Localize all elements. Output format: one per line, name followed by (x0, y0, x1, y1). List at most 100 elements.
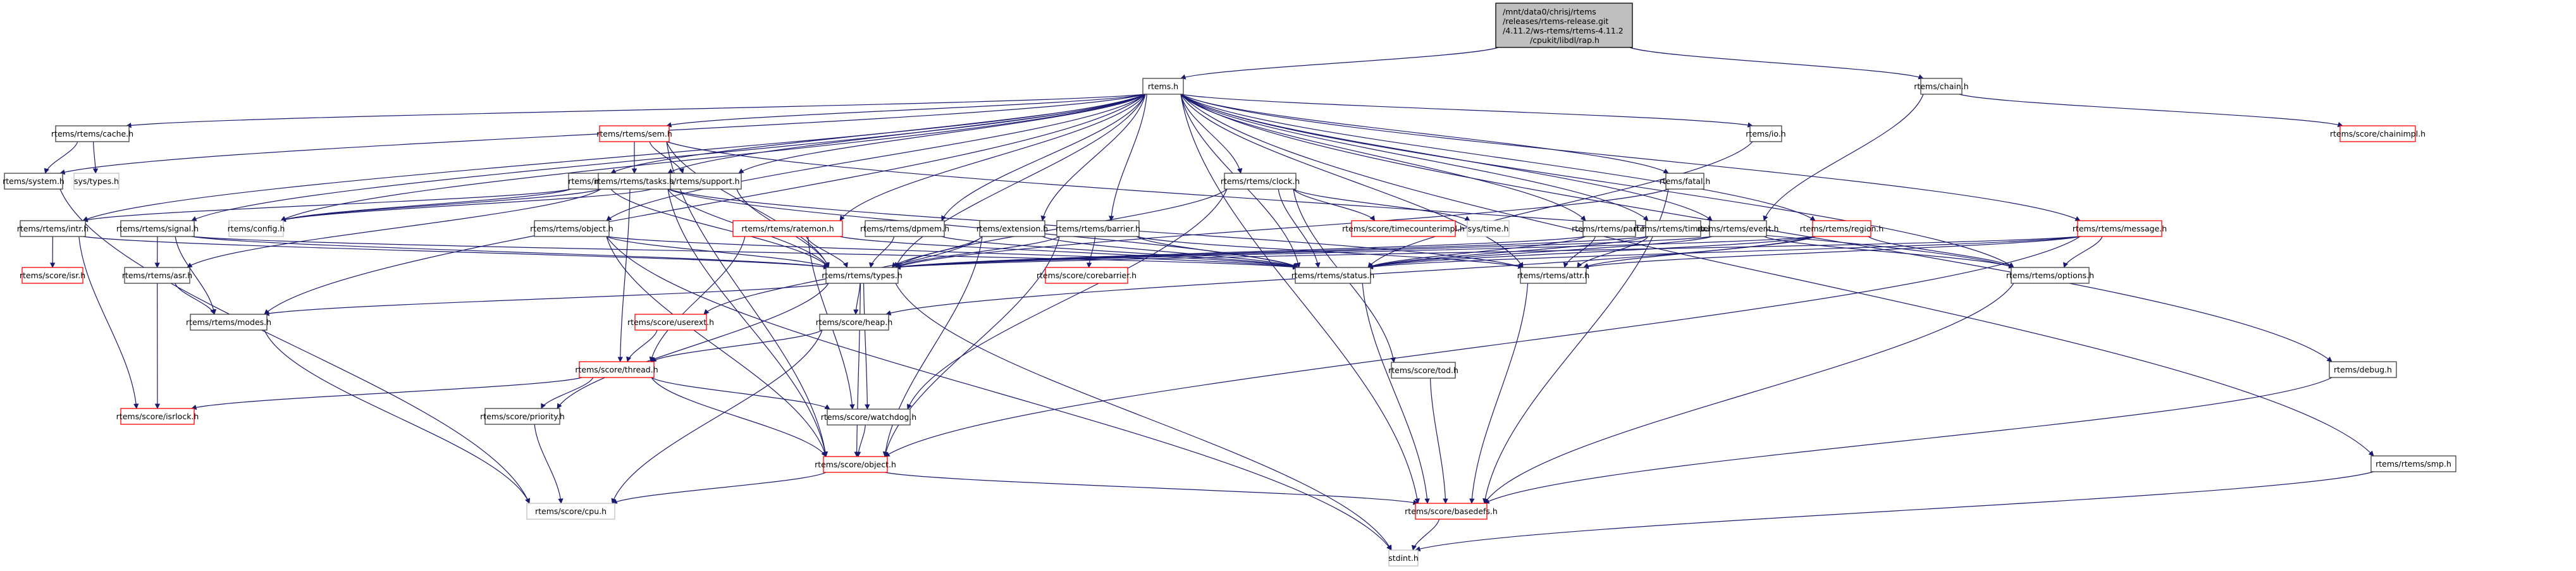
node-basedefs-h[interactable]: rtems/score/basedefs.h (1405, 503, 1498, 520)
node-label: rtems/rtems/asr.h (122, 271, 192, 280)
node-box (732, 220, 843, 237)
edge-rtems-h-to-cache-h (126, 94, 1146, 128)
node-timer-h[interactable]: rtems/rtems/timer.h (1634, 220, 1713, 237)
node-label: rtems/rtems/attr.h (1517, 271, 1590, 280)
node-debug-h[interactable]: rtems/debug.h (2329, 361, 2397, 378)
edge-asr-h-to-modes-h (175, 283, 216, 315)
node-clock-h[interactable]: rtems/rtems/clock.h (1221, 173, 1300, 190)
node-label: rtems.h (1148, 82, 1178, 91)
node-box (827, 408, 911, 426)
node-io-h[interactable]: rtems/io.h (1746, 125, 1786, 142)
node-box (484, 408, 560, 425)
edge-sem-h-to-options-h (666, 141, 2014, 269)
node-intr-h[interactable]: rtems/rtems/intr.h (17, 220, 89, 237)
node-object-sh[interactable]: rtems/score/object.h (815, 456, 896, 473)
node-isrlock-h[interactable]: rtems/score/isrlock.h (116, 408, 199, 425)
edge-object-rh-to-stdint-h (606, 236, 1392, 551)
node-stdint-h[interactable]: stdint.h (1388, 550, 1419, 567)
edge-thread-h-to-isrlock-h (191, 377, 582, 410)
edge-clock-h-to-systime-h (1293, 188, 1470, 221)
node-corebarrier-h[interactable]: rtems/score/corebarrier.h (1037, 267, 1137, 284)
node-watchdog-h[interactable]: rtems/score/watchdog.h (821, 408, 916, 426)
node-fatal-h[interactable]: rtems/fatal.h (1660, 173, 1711, 190)
edge-dpmem-h-to-types-h (869, 236, 895, 268)
node-systime-h[interactable]: sys/time.h (1467, 220, 1510, 237)
edge-chain-h-to-event-h (1763, 94, 1924, 221)
edge-basedefs-h-to-stdint-h (1411, 519, 1440, 551)
root-node-rap-h[interactable]: /mnt/data0/chrisj/rtems /releases/rtems-… (1495, 3, 1633, 48)
edge-debug-h-to-basedefs-h (1484, 377, 2333, 504)
edge-rtems-h-to-object-rh (606, 94, 1146, 221)
edge-rtems-h-to-message-h (1180, 94, 2081, 221)
node-box (1665, 173, 1704, 190)
node-label: rtems/rtems/cache.h (51, 129, 133, 138)
node-label: sys/types.h (74, 176, 119, 186)
node-attr-h[interactable]: rtems/rtems/attr.h (1517, 267, 1590, 284)
node-label: rtems/score/cpu.h (535, 507, 607, 516)
edge-tasks-h-to-thread-h (617, 188, 631, 362)
edge-thread-h-to-object-sh (651, 377, 827, 457)
node-smp-h[interactable]: rtems/rtems/smp.h (2370, 455, 2456, 472)
edge-clock-h-to-status-h (1278, 188, 1321, 268)
node-label: rtems/fatal.h (1660, 176, 1711, 186)
node-extension-h[interactable]: rtems/extension.h (977, 220, 1048, 237)
node-region-h[interactable]: rtems/rtems/region.h (1800, 220, 1884, 237)
node-box (634, 314, 707, 331)
node-asr-h[interactable]: rtems/rtems/asr.h (122, 267, 192, 284)
edge-priority-h-to-cpu-h (534, 424, 564, 504)
node-cpu-h[interactable]: rtems/score/cpu.h (526, 503, 615, 520)
edge-clock-h-to-watchdog-h (907, 188, 1228, 410)
node-priority-h[interactable]: rtems/score/priority.h (480, 408, 565, 425)
edge-types-h-to-modes-h (264, 283, 829, 316)
node-ratemon-h[interactable]: rtems/rtems/ratemon.h (732, 220, 843, 237)
node-label: stdint.h (1388, 553, 1419, 563)
node-thread-h[interactable]: rtems/score/thread.h (575, 361, 658, 378)
node-chainimpl-h[interactable]: rtems/score/chainimpl.h (2330, 125, 2425, 142)
node-box (1920, 78, 1963, 95)
node-object-rh[interactable]: rtems/rtems/object.h (530, 220, 613, 237)
edge-ratemon-h-to-thread-h (649, 236, 746, 362)
node-sem-h[interactable]: rtems/rtems/sem.h (596, 125, 672, 142)
node-label: rtems/rtems/status.h (1291, 271, 1375, 280)
node-part-h[interactable]: rtems/rtems/part.h (1572, 220, 1647, 237)
node-config-h[interactable]: rtems/config.h (228, 220, 285, 237)
node-signal-h[interactable]: rtems/rtems/signal.h (116, 220, 199, 237)
node-chain-h[interactable]: rtems/chain.h (1914, 78, 1969, 95)
node-heap-h[interactable]: rtems/score/heap.h (816, 314, 893, 331)
node-tasks-h[interactable]: rtems/rtems/tasks.h (595, 173, 674, 190)
edge-init-h-to-types-h (610, 188, 829, 268)
edge-types-h-to-stdint-h (895, 283, 1392, 551)
node-event-h[interactable]: rtems/rtems/event.h (1698, 220, 1779, 237)
node-cache-h[interactable]: rtems/rtems/cache.h (51, 125, 133, 142)
node-system-h[interactable]: rtems/system.h (3, 173, 65, 190)
edge-sem-h-to-support-h (649, 141, 684, 174)
node-types-h[interactable]: rtems/rtems/types.h (822, 267, 903, 284)
edge-fatal-h-to-types-h (895, 188, 1669, 269)
node-box (1582, 220, 1636, 237)
node-userext-h[interactable]: rtems/score/userext.h (627, 314, 714, 331)
node-dpmem-h[interactable]: rtems/rtems/dpmem.h (860, 220, 949, 237)
node-modes-h[interactable]: rtems/rtems/modes.h (186, 314, 271, 331)
edge-smp-h-to-stdint-h (1415, 471, 2374, 551)
edge-types-h-to-heap-h (853, 283, 861, 315)
node-box (1056, 220, 1140, 237)
edge-rtems-h-to-modes-h (264, 94, 1146, 315)
edge-object-rh-to-types-h (606, 236, 829, 268)
edge-barrier-h-to-attr-h (1136, 236, 1524, 269)
edge-watchdog-h-to-object-sh (856, 424, 866, 457)
node-box (1388, 550, 1419, 567)
node-tod-h[interactable]: rtems/score/tod.h (1388, 362, 1458, 379)
node-systypes-h[interactable]: sys/types.h (73, 173, 120, 190)
node-timecounterimpl-h[interactable]: rtems/score/timecounterimpl.h (1342, 220, 1465, 237)
node-box (1142, 78, 1184, 95)
node-isr-h[interactable]: rtems/score/isr.h (20, 267, 85, 284)
node-barrier-h[interactable]: rtems/rtems/barrier.h (1056, 220, 1140, 237)
edge-message-h-to-status-h (1367, 236, 2081, 270)
node-message-h[interactable]: rtems/rtems/message.h (2073, 220, 2167, 237)
edge-options-h-to-basedefs-h (1484, 283, 2014, 504)
node-box (2077, 220, 2162, 237)
node-status-h[interactable]: rtems/rtems/status.h (1291, 267, 1375, 284)
node-options-h[interactable]: rtems/rtems/options.h (2006, 267, 2094, 284)
node-rtems-h[interactable]: rtems.h (1142, 78, 1184, 95)
